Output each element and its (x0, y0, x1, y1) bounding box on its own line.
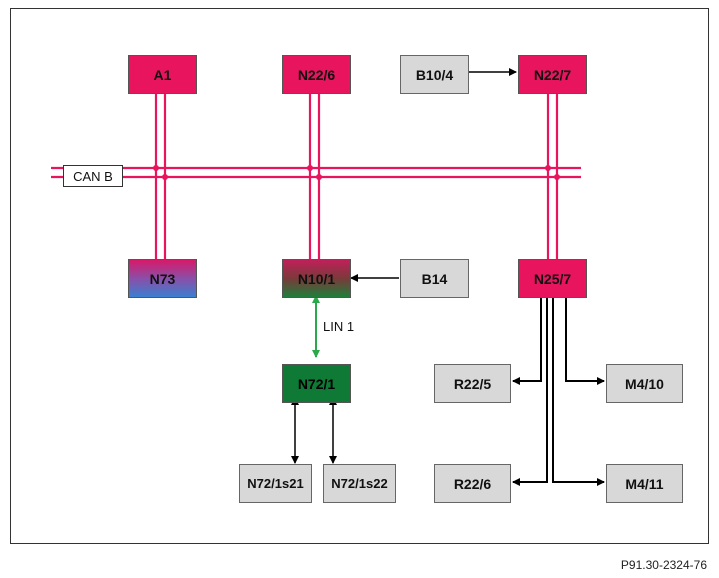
can-bus-line (51, 166, 581, 179)
component-m4-10[interactable]: M4/10 (606, 364, 683, 403)
module-n73[interactable]: N73 (128, 259, 197, 298)
component-r22-6[interactable]: R22/6 (434, 464, 511, 503)
switch-n72-1s22[interactable]: N72/1s22 (323, 464, 396, 503)
module-a1[interactable]: A1 (128, 55, 197, 94)
module-n10-1[interactable]: N10/1 (282, 259, 351, 298)
n25-7-outputs (512, 298, 605, 486)
can-bus-label: CAN B (63, 165, 123, 187)
figure-reference: P91.30-2324-76 (620, 558, 707, 572)
module-n22-6[interactable]: N22/6 (282, 55, 351, 94)
diagram-canvas (51, 68, 605, 486)
sensor-b14[interactable]: B14 (400, 259, 469, 298)
component-r22-5[interactable]: R22/5 (434, 364, 511, 403)
module-n72-1[interactable]: N72/1 (282, 364, 351, 403)
module-n22-7[interactable]: N22/7 (518, 55, 587, 94)
component-m4-11[interactable]: M4/11 (606, 464, 683, 503)
bus-junctions (153, 165, 560, 180)
module-n25-7[interactable]: N25/7 (518, 259, 587, 298)
lin-bus-label: LIN 1 (323, 319, 355, 334)
sensor-b10-4[interactable]: B10/4 (400, 55, 469, 94)
diagram-frame: CAN B LIN 1 A1 N22/6 B10/4 N22/7 N73 N10… (10, 8, 709, 544)
switch-n72-1s21[interactable]: N72/1s21 (239, 464, 312, 503)
